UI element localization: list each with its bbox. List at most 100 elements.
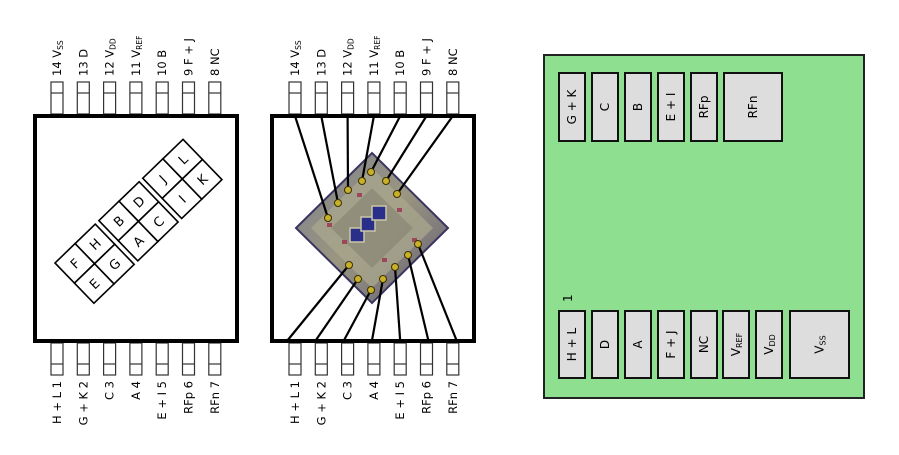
pin-lead (155, 342, 169, 376)
pin-label: RFn 7 (208, 381, 222, 414)
segment-cell (137, 200, 180, 243)
die-micrograph (294, 151, 450, 305)
pin-lead (181, 81, 196, 115)
footprint-pad: B (624, 72, 652, 142)
pin-label: E + I 5 (155, 381, 169, 420)
pin-label: 14 VSS (50, 40, 65, 76)
pad-label: D (598, 340, 612, 349)
die-pad-array (371, 205, 387, 221)
pin-label: C 3 (103, 381, 117, 400)
pin-label: 13 D (76, 49, 90, 76)
bond-wire (293, 115, 330, 219)
pin-label: 8 NC (208, 48, 222, 76)
pin-label: 8 NC (446, 48, 460, 76)
top-pins: 14 VSS 13 D 12 VDD 11 VREF 10 B 9 F + J 8 NC (50, 36, 222, 115)
pad-label: F + J (664, 330, 678, 358)
bond-pad (367, 168, 375, 176)
pin-lead (129, 342, 143, 376)
pin-label: 12 VDD (103, 38, 118, 76)
bond-wire (416, 243, 458, 342)
pin-label: 9 F + J (420, 38, 434, 76)
bond-pad (345, 261, 353, 269)
pin-lead (314, 342, 328, 376)
pin-label: 11 VREF (367, 36, 382, 76)
bond-pad (404, 251, 412, 259)
pin-lead (367, 342, 381, 376)
bond-pad (324, 214, 332, 222)
pin-lead (181, 342, 196, 376)
pin-lead (50, 81, 64, 115)
pin-lead (155, 81, 169, 115)
footprint-pad: H + L (558, 310, 586, 379)
bond-pad (344, 186, 352, 194)
pin-label: 10 B (155, 50, 169, 76)
pin-lead (367, 81, 381, 115)
bond-pad (367, 286, 375, 294)
pad-label: RFp (697, 96, 711, 119)
bond-pad (391, 263, 399, 271)
bond-pad (334, 199, 342, 207)
footprint-pad: NC (690, 310, 718, 379)
pin-lead (50, 342, 64, 376)
bond-wire (320, 115, 340, 204)
footprint-pad: E + I (657, 72, 685, 142)
bond-pad (393, 190, 401, 198)
bond-pad (379, 275, 387, 283)
pin-label: 11 VREF (129, 36, 144, 76)
footprint-pad: D (591, 310, 619, 379)
bond-pad (382, 177, 390, 185)
bond-wire (370, 115, 402, 173)
pin-lead (341, 342, 355, 376)
pin-lead (341, 81, 355, 115)
pin-label: 14 VSS (288, 40, 303, 76)
bond-wire (396, 115, 454, 195)
pin-lead (208, 342, 222, 376)
segment-cell (93, 243, 136, 285)
pin-lead (288, 81, 302, 115)
segment-cell (181, 158, 224, 201)
pin-lead (393, 81, 407, 115)
pin1-marker: 1 (561, 294, 575, 302)
pin-label: G + K 2 (76, 381, 90, 425)
pin-lead (76, 342, 90, 376)
footprint-pad: RFp (690, 72, 718, 142)
pin-lead (102, 342, 117, 376)
bond-wire (360, 115, 375, 182)
pin-label: 9 F + J (182, 38, 196, 76)
bond-wire (393, 266, 402, 342)
pin-lead (208, 81, 222, 115)
pin-lead (288, 342, 302, 376)
pad-label: RFn (746, 96, 760, 119)
pad-label: G + K (565, 88, 579, 124)
pin-label: C 3 (341, 381, 355, 400)
pad-label: VSS (813, 335, 828, 353)
footprint-pad: G + K (558, 72, 586, 142)
pin-label: G + K 2 (314, 381, 328, 425)
pin-label: RFp 6 (420, 381, 434, 414)
bond-pad (414, 240, 422, 248)
pin-label: E + I 5 (393, 381, 407, 420)
bond-pad (354, 275, 362, 283)
pin-lead (419, 81, 434, 115)
pin-label: RFn 7 (446, 381, 460, 414)
pin-lead (393, 342, 407, 376)
pad-label: C (598, 103, 612, 111)
pin-lead (314, 81, 328, 115)
footprint-pad: RFn (723, 72, 783, 142)
pin-label: A 4 (367, 381, 381, 400)
bond-wire (314, 278, 359, 342)
footprint-pad: C (591, 72, 619, 142)
footprint-pad: VDD (755, 310, 783, 379)
footprint-pad: A (624, 310, 652, 379)
pin-label: H + L 1 (50, 381, 64, 424)
bond-pad (358, 177, 366, 185)
